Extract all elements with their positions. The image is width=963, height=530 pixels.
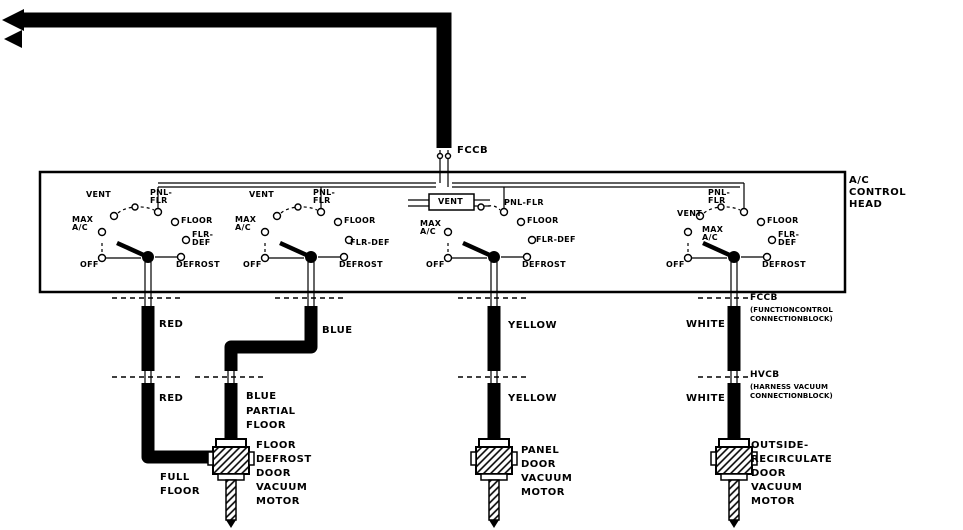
c1-defrost-label: DEFROST — [176, 260, 220, 269]
c1-flrdef-label: DEF — [192, 238, 211, 247]
c3-floor-label: FLOOR — [527, 216, 559, 225]
floor-defrost-motor-label: VACUUM — [256, 482, 308, 493]
c3-off-label: OFF — [426, 260, 445, 269]
hvcb-block-label: HVCB — [750, 370, 780, 380]
c2-maxac-label: A/C — [235, 223, 251, 232]
fccb-block-label: FCCB — [750, 293, 778, 303]
c3-vent-selected-label: VENT — [438, 197, 464, 206]
c2-pnlflr-label: PNL- — [313, 188, 336, 197]
internal-trace-lines — [157, 182, 745, 208]
panel-motor-label: MOTOR — [521, 487, 565, 498]
c1-flrdef-label: FLR- — [192, 230, 214, 239]
c4-defrost-label: DEFROST — [762, 260, 806, 269]
supply-arrow-icon — [2, 9, 24, 31]
hose-blue-upper — [224, 306, 318, 371]
control-head-title-line2: CONTROL — [849, 187, 907, 198]
fccb-top-label: FCCB — [457, 145, 489, 156]
control-head-title-line1: A/C — [849, 175, 870, 186]
yellow-lower-label: YELLOW — [508, 393, 557, 404]
panel-motor-label: DOOR — [521, 459, 557, 470]
supply-arrow-icon — [4, 30, 22, 48]
c3-maxac-label: MAX — [420, 219, 442, 228]
panel-motor-label: PANEL — [521, 445, 560, 456]
partial-floor-label: FLOOR — [246, 420, 287, 431]
control-head-title-line3: HEAD — [849, 199, 883, 210]
fccb-top-connector — [436, 150, 452, 187]
fccb-block-sub: (FUNCTIONCONTROL — [750, 306, 833, 314]
yellow-upper-label: YELLOW — [508, 320, 557, 331]
c1-off-label: OFF — [80, 260, 99, 269]
motor-panel — [470, 438, 518, 529]
red-lower-label: RED — [159, 393, 184, 404]
fccb-block-sub: CONNECTIONBLOCK) — [750, 315, 833, 323]
c1-pnlflr-label: FLR — [150, 196, 168, 205]
hvcb-block-sub: CONNECTIONBLOCK) — [750, 392, 833, 400]
panel-motor-label: VACUUM — [521, 473, 573, 484]
floor-defrost-motor-label: FLOOR — [256, 440, 297, 451]
c3-flrdef-label: FLR-DEF — [536, 235, 576, 244]
partial-floor-label: PARTIAL — [246, 406, 296, 417]
c2-floor-label: FLOOR — [344, 216, 376, 225]
outside-recirc-motor-label: OUTSIDE- — [751, 440, 809, 451]
c4-floor-label: FLOOR — [767, 216, 799, 225]
c1-pnlflr-label: PNL- — [150, 188, 173, 197]
c1-maxac-label: MAX — [72, 215, 94, 224]
c1-floor-label: FLOOR — [181, 216, 213, 225]
c4-pnlflr-label: PNL- — [708, 188, 731, 197]
c2-vent-label: VENT — [249, 190, 275, 199]
full-floor-label: FULL — [160, 472, 190, 483]
c2-off-label: OFF — [243, 260, 262, 269]
c4-pnlflr-label: FLR — [708, 196, 726, 205]
c4-maxac-label: A/C — [702, 233, 718, 242]
outside-recirc-motor-label: MOTOR — [751, 496, 795, 507]
c1-maxac-label: A/C — [72, 223, 88, 232]
blue-upper-label: BLUE — [322, 325, 353, 336]
c2-flrdef-label: FLR-DEF — [350, 238, 390, 247]
c4-vent-label: VENT — [677, 209, 703, 218]
floor-defrost-motor-label: DEFROST — [256, 454, 312, 465]
c2-pnlflr-label: FLR — [313, 196, 331, 205]
c3-defrost-label: DEFROST — [522, 260, 566, 269]
c1-vent-label: VENT — [86, 190, 112, 199]
motor-floor-defrost — [207, 438, 255, 529]
outside-recirc-motor-label: DOOR — [751, 468, 787, 479]
red-upper-label: RED — [159, 319, 184, 330]
top-supply-hose — [22, 12, 452, 148]
c3-pnlflr-label: PNL-FLR — [504, 198, 544, 207]
full-floor-label: FLOOR — [160, 486, 201, 497]
c2-defrost-label: DEFROST — [339, 260, 383, 269]
hose-red-lower — [141, 383, 214, 464]
floor-defrost-motor-label: MOTOR — [256, 496, 300, 507]
outside-recirc-motor-label: VACUUM — [751, 482, 803, 493]
c3-maxac-label: A/C — [420, 227, 436, 236]
c4-maxac-label: MAX — [702, 225, 724, 234]
c4-flrdef-label: DEF — [778, 238, 797, 247]
white-upper-label: WHITE — [686, 319, 726, 330]
c4-off-label: OFF — [666, 260, 685, 269]
hvcb-block-sub: (HARNESS VACUUM — [750, 383, 829, 391]
c4-flrdef-label: FLR- — [778, 230, 800, 239]
control-head-box — [38, 170, 847, 294]
c2-maxac-label: MAX — [235, 215, 257, 224]
floor-defrost-motor-label: DOOR — [256, 468, 292, 479]
outside-recirc-motor-label: RECIRCULATE — [751, 454, 833, 465]
vent-selected-box — [428, 193, 475, 211]
white-lower-label: WHITE — [686, 393, 726, 404]
blue-lower-label: BLUE — [246, 391, 277, 402]
